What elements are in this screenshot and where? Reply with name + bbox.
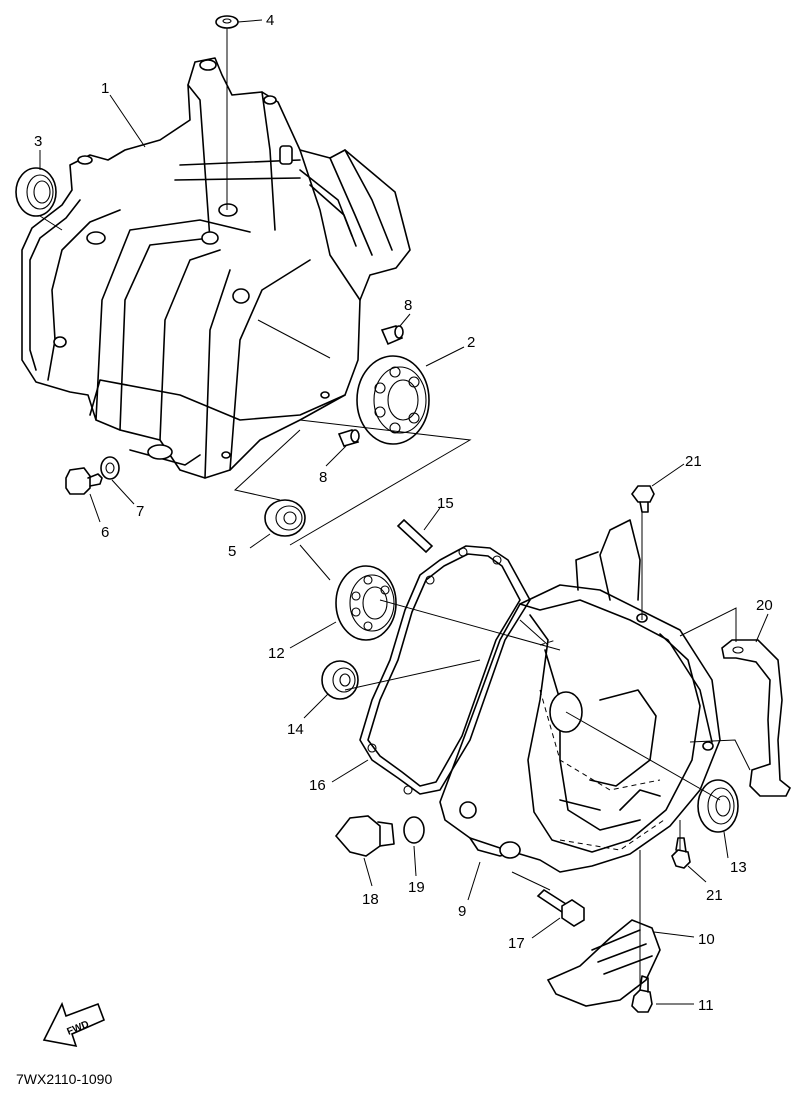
callout-14: 14: [287, 721, 304, 738]
bearing-part-14: [321, 660, 359, 700]
callout-4: 4: [266, 12, 274, 29]
callout-16: 16: [309, 777, 326, 794]
bolt-part-11: [631, 975, 653, 1013]
callout-6: 6: [101, 524, 109, 541]
fwd-arrow-icon: FWD: [42, 1001, 106, 1048]
plate-part-10: [546, 919, 661, 1007]
assembly-lines: [39, 28, 751, 985]
oil-seal-part-3: [15, 167, 57, 217]
callout-1: 1: [101, 80, 109, 97]
bolt-part-21b: [671, 837, 691, 869]
washer-part-7: [100, 456, 120, 480]
callout-10: 10: [698, 931, 715, 948]
o-ring-part-19: [403, 816, 425, 844]
callout-15: 15: [437, 495, 454, 512]
callout-17: 17: [508, 935, 525, 952]
collar-part-4: [215, 15, 239, 29]
bearing-part-2: [356, 355, 430, 445]
callout-3: 3: [34, 133, 42, 150]
bolt-part-6: [65, 467, 103, 495]
oil-seal-part-13: [697, 779, 739, 833]
callout-13: 13: [730, 859, 747, 876]
bolt-part-17: [536, 888, 585, 927]
bearing-part-12: [335, 565, 397, 641]
bearing-part-5: [264, 499, 306, 537]
callout-21a: 21: [685, 453, 702, 470]
callout-7: 7: [136, 503, 144, 520]
callout-5: 5: [228, 543, 236, 560]
callout-numbers: 1 2 3 4 5 6 7 8 8 9 10 11 12 13 14 15 16…: [34, 12, 773, 1014]
callout-2: 2: [467, 334, 475, 351]
gasket-part-16: [359, 545, 531, 795]
callout-leaders: [39, 19, 769, 1005]
callout-12: 12: [268, 645, 285, 662]
drawing-code: 7WX2110-1090: [16, 1071, 112, 1087]
plug-part-18: [334, 815, 395, 857]
bolt-part-21a: [631, 485, 655, 513]
callout-8b: 8: [319, 469, 327, 486]
callout-19: 19: [408, 879, 425, 896]
dowel-pin-part-8a: [380, 325, 404, 346]
callout-8a: 8: [404, 297, 412, 314]
callout-9: 9: [458, 903, 466, 920]
dowel-pin-part-8b: [337, 429, 360, 447]
callout-18: 18: [362, 891, 379, 908]
callout-21b: 21: [706, 887, 723, 904]
crankcase-part-1: [21, 57, 411, 479]
callout-20: 20: [756, 597, 773, 614]
bracket-part-20: [721, 639, 792, 797]
pin-part-15: [396, 518, 434, 554]
crankcase-part-9: [439, 519, 721, 873]
callout-11: 11: [698, 997, 714, 1014]
